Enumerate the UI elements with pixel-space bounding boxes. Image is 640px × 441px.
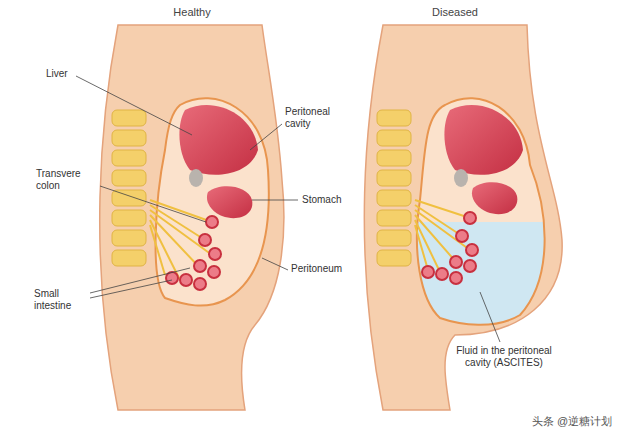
healthy-figure — [100, 25, 284, 410]
part-label: Peritoneum — [291, 263, 361, 275]
part-label: Transvere colon — [36, 168, 98, 191]
panel-title: Healthy — [160, 6, 224, 19]
part-label: Fluid in the peritoneal cavity (ASCITES) — [456, 345, 552, 368]
part-label: Small intestine — [34, 288, 88, 311]
watermark: 头条 @逆糖计划 — [532, 415, 632, 428]
part-label: Stomach — [302, 194, 362, 206]
leader-lines — [76, 76, 500, 342]
panel-title: Diseased — [420, 6, 490, 19]
diseased-figure — [364, 25, 570, 410]
part-label: Peritoneal cavity — [285, 106, 347, 129]
part-label: Liver — [46, 68, 86, 80]
